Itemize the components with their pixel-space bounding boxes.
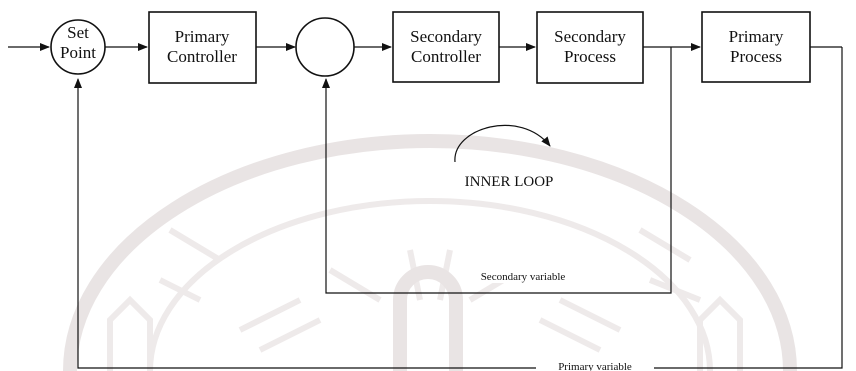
primary-feedback-path [74,47,843,369]
inner-loop-label: INNER LOOP [465,174,554,190]
primary-variable-label: Primary variable [558,361,632,371]
set-point-label-1: Set [67,23,89,42]
set-point-label-2: Point [60,43,96,62]
secondary-process-block [536,11,644,84]
primary-process-label-1: Primary [729,27,784,46]
primary-controller-block [148,11,257,84]
primary-process-block [701,11,811,83]
primary-controller-label-2: Controller [167,47,237,66]
watermark-seal [63,134,797,371]
secondary-controller-label-1: Secondary [410,27,482,46]
summing-junction [295,17,355,77]
secondary-controller-label-2: Controller [411,47,481,66]
secondary-feedback-path [322,47,672,294]
set-point-circle [50,19,106,75]
secondary-process-label-2: Process [564,47,616,66]
secondary-variable-label: Secondary variable [481,271,566,283]
primary-controller-label-1: Primary [175,27,230,46]
secondary-controller-block [392,11,500,83]
inner-loop-arrow [454,124,551,163]
primary-process-label-2: Process [730,47,782,66]
secondary-process-label-1: Secondary [554,27,626,46]
